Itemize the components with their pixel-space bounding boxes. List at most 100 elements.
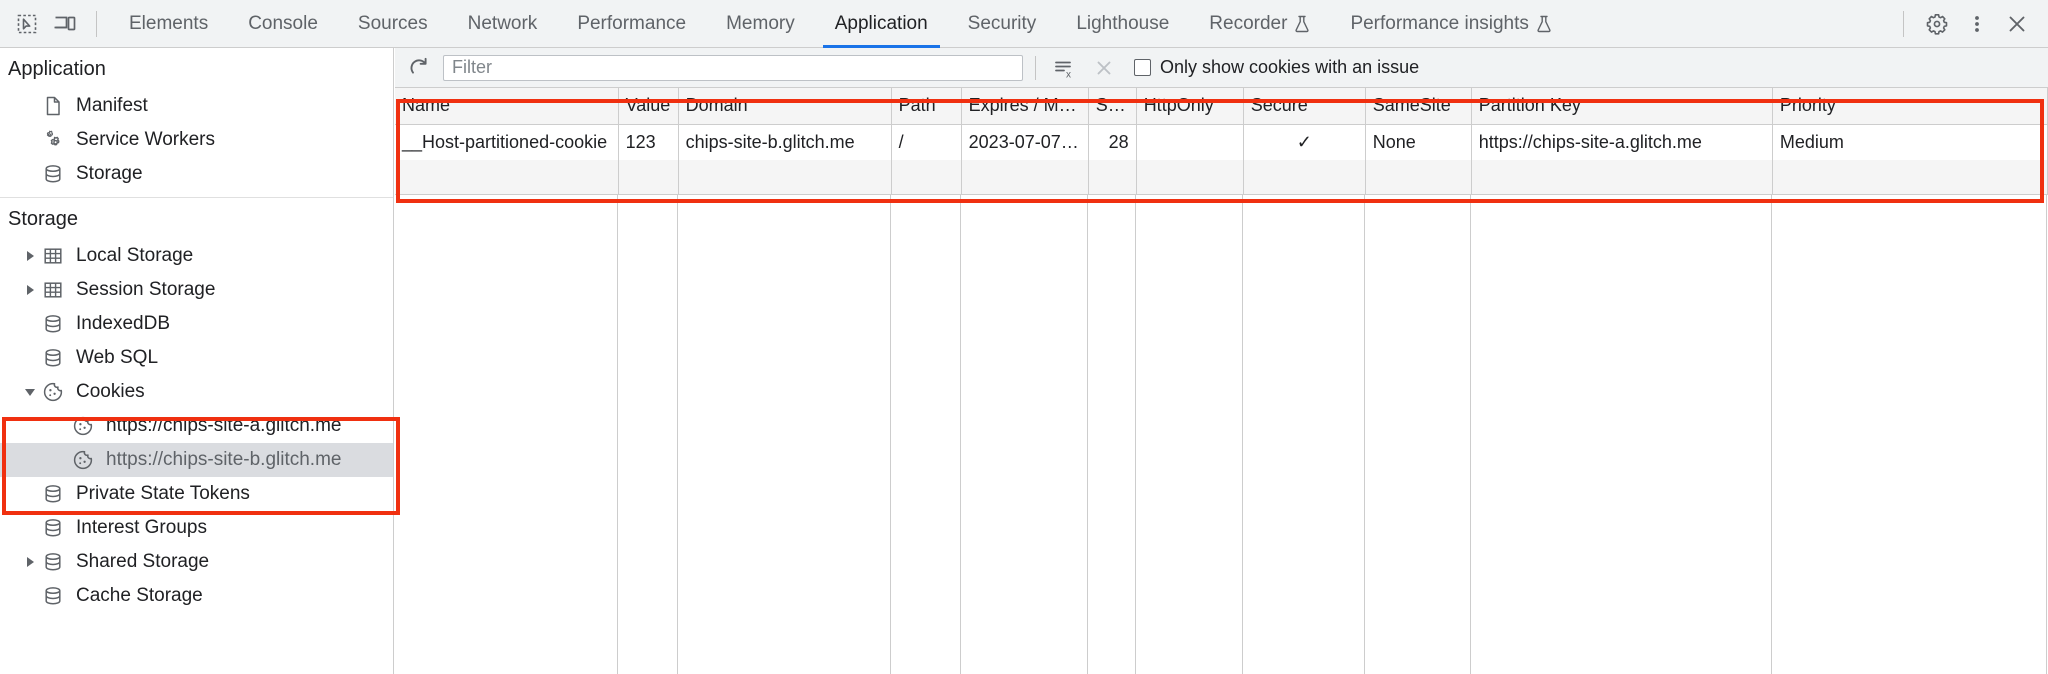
sidebar-item-indexeddb[interactable]: IndexedDB xyxy=(0,307,393,341)
experimental-flask-icon xyxy=(1536,15,1552,33)
cell-priority[interactable]: Medium xyxy=(1772,124,2048,160)
sidebar-item-label: https://chips-site-a.glitch.me xyxy=(106,415,342,436)
document-icon xyxy=(40,95,66,117)
tab-lighthouse[interactable]: Lighthouse xyxy=(1056,0,1189,48)
sidebar-item-shared-storage[interactable]: Shared Storage xyxy=(0,545,393,579)
cookie-icon xyxy=(70,449,96,471)
tab-label: Sources xyxy=(357,12,428,34)
sidebar-item-label: Shared Storage xyxy=(76,551,210,572)
close-icon[interactable] xyxy=(1998,5,2036,43)
column-header-path[interactable]: Path xyxy=(891,88,962,125)
database-icon xyxy=(40,585,66,607)
database-icon xyxy=(40,517,66,539)
sidebar-item-label: Manifest xyxy=(76,95,148,116)
sidebar-item-storage[interactable]: Storage xyxy=(0,157,393,191)
tab-console[interactable]: Console xyxy=(228,0,338,48)
three-dot-menu-icon[interactable] xyxy=(1958,5,1996,43)
checkbox-box[interactable] xyxy=(1134,59,1151,76)
gear-icon[interactable] xyxy=(1918,5,1956,43)
database-icon xyxy=(40,163,66,185)
device-toolbar-icon[interactable] xyxy=(46,5,84,43)
sidebar-item-cookies[interactable]: Cookies xyxy=(0,375,393,409)
column-header-priority[interactable]: Priority xyxy=(1772,88,2048,125)
column-header-httponly[interactable]: HttpOnly xyxy=(1136,88,1244,125)
column-header-domain[interactable]: Domain xyxy=(678,88,892,125)
sidebar-item-label: Service Workers xyxy=(76,129,216,150)
tab-performance-insights[interactable]: Performance insights xyxy=(1330,0,1571,48)
sidebar-item-private-state-tokens[interactable]: Private State Tokens xyxy=(0,477,393,511)
sidebar-item-interest-groups[interactable]: Interest Groups xyxy=(0,511,393,545)
sidebar-item-label: Interest Groups xyxy=(76,517,207,538)
tab-performance[interactable]: Performance xyxy=(557,0,706,48)
tab-label: Security xyxy=(967,12,1037,34)
gears-icon xyxy=(40,129,66,151)
table-icon xyxy=(40,279,66,301)
tab-sources[interactable]: Sources xyxy=(338,0,448,48)
sidebar-item-label: Session Storage xyxy=(76,279,216,300)
cell-size[interactable]: 28 xyxy=(1088,124,1137,160)
chevron-right-icon[interactable] xyxy=(22,251,38,261)
sidebar-item-service-workers[interactable]: Service Workers xyxy=(0,123,393,157)
sidebar-item-label: IndexedDB xyxy=(76,313,171,334)
sidebar-item-local-storage[interactable]: Local Storage xyxy=(0,239,393,273)
column-header-name[interactable]: Name xyxy=(395,88,619,125)
clear-all-cookies-icon[interactable]: x xyxy=(1048,53,1080,83)
column-header-expires-m[interactable]: Expires / M… xyxy=(961,88,1089,125)
cell-path[interactable]: / xyxy=(891,124,962,160)
column-header-secure[interactable]: Secure xyxy=(1243,88,1366,125)
tab-network[interactable]: Network xyxy=(448,0,558,48)
sidebar-item-manifest[interactable]: Manifest xyxy=(0,89,393,123)
chevron-right-icon[interactable] xyxy=(22,285,38,295)
tab-label: Memory xyxy=(726,12,795,34)
chevron-right-icon[interactable] xyxy=(22,557,38,567)
tab-recorder[interactable]: Recorder xyxy=(1189,0,1330,48)
table-icon xyxy=(40,245,66,267)
sidebar-item-https-chips-site-b-glitch-me[interactable]: https://chips-site-b.glitch.me xyxy=(0,443,393,477)
sidebar-item-web-sql[interactable]: Web SQL xyxy=(0,341,393,375)
column-header-size[interactable]: Size xyxy=(1088,88,1137,125)
column-header-value[interactable]: Value xyxy=(618,88,679,125)
cell-name[interactable]: __Host-partitioned-cookie xyxy=(395,124,619,160)
sidebar-item-https-chips-site-a-glitch-me[interactable]: https://chips-site-a.glitch.me xyxy=(0,409,393,443)
cell-samesite[interactable]: None xyxy=(1365,124,1472,160)
cell-expires-m[interactable]: 2023-07-07… xyxy=(961,124,1089,160)
table-filler-row xyxy=(395,160,2048,195)
column-header-samesite[interactable]: SameSite xyxy=(1365,88,1472,125)
tab-security[interactable]: Security xyxy=(948,0,1057,48)
tab-memory[interactable]: Memory xyxy=(706,0,815,48)
database-icon xyxy=(40,313,66,335)
cell-partition-key[interactable]: https://chips-site-a.glitch.me xyxy=(1471,124,1773,160)
cookie-icon xyxy=(70,415,96,437)
chevron-down-icon[interactable] xyxy=(22,388,38,396)
sidebar-item-cache-storage[interactable]: Cache Storage xyxy=(0,579,393,613)
only-show-issues-checkbox[interactable]: Only show cookies with an issue xyxy=(1134,57,1419,78)
tab-application[interactable]: Application xyxy=(815,0,948,48)
inspect-element-icon[interactable] xyxy=(8,5,46,43)
tab-label: Application xyxy=(834,12,928,34)
column-header-partition-key[interactable]: Partition Key xyxy=(1471,88,1773,125)
sidebar-item-label: Private State Tokens xyxy=(76,483,250,504)
tab-elements[interactable]: Elements xyxy=(109,0,228,48)
cookies-filter-bar: x Only show cookies with an issue xyxy=(395,48,2048,88)
cell-value[interactable]: 123 xyxy=(618,124,679,160)
toolbar-right-actions xyxy=(1891,5,2048,43)
toolbar-divider xyxy=(96,10,97,37)
tab-label: Performance xyxy=(577,12,687,34)
cell-httponly[interactable] xyxy=(1136,124,1244,160)
sidebar-item-session-storage[interactable]: Session Storage xyxy=(0,273,393,307)
sidebar-item-label: Cache Storage xyxy=(76,585,203,606)
delete-selected-cookie-icon[interactable] xyxy=(1088,53,1120,83)
toolbar-divider-right xyxy=(1903,10,1904,37)
cell-domain[interactable]: chips-site-b.glitch.me xyxy=(678,124,892,160)
cell-secure[interactable]: ✓ xyxy=(1243,124,1366,160)
sidebar-divider xyxy=(0,197,393,198)
refresh-icon[interactable] xyxy=(403,53,435,83)
search-input[interactable] xyxy=(443,54,1023,81)
